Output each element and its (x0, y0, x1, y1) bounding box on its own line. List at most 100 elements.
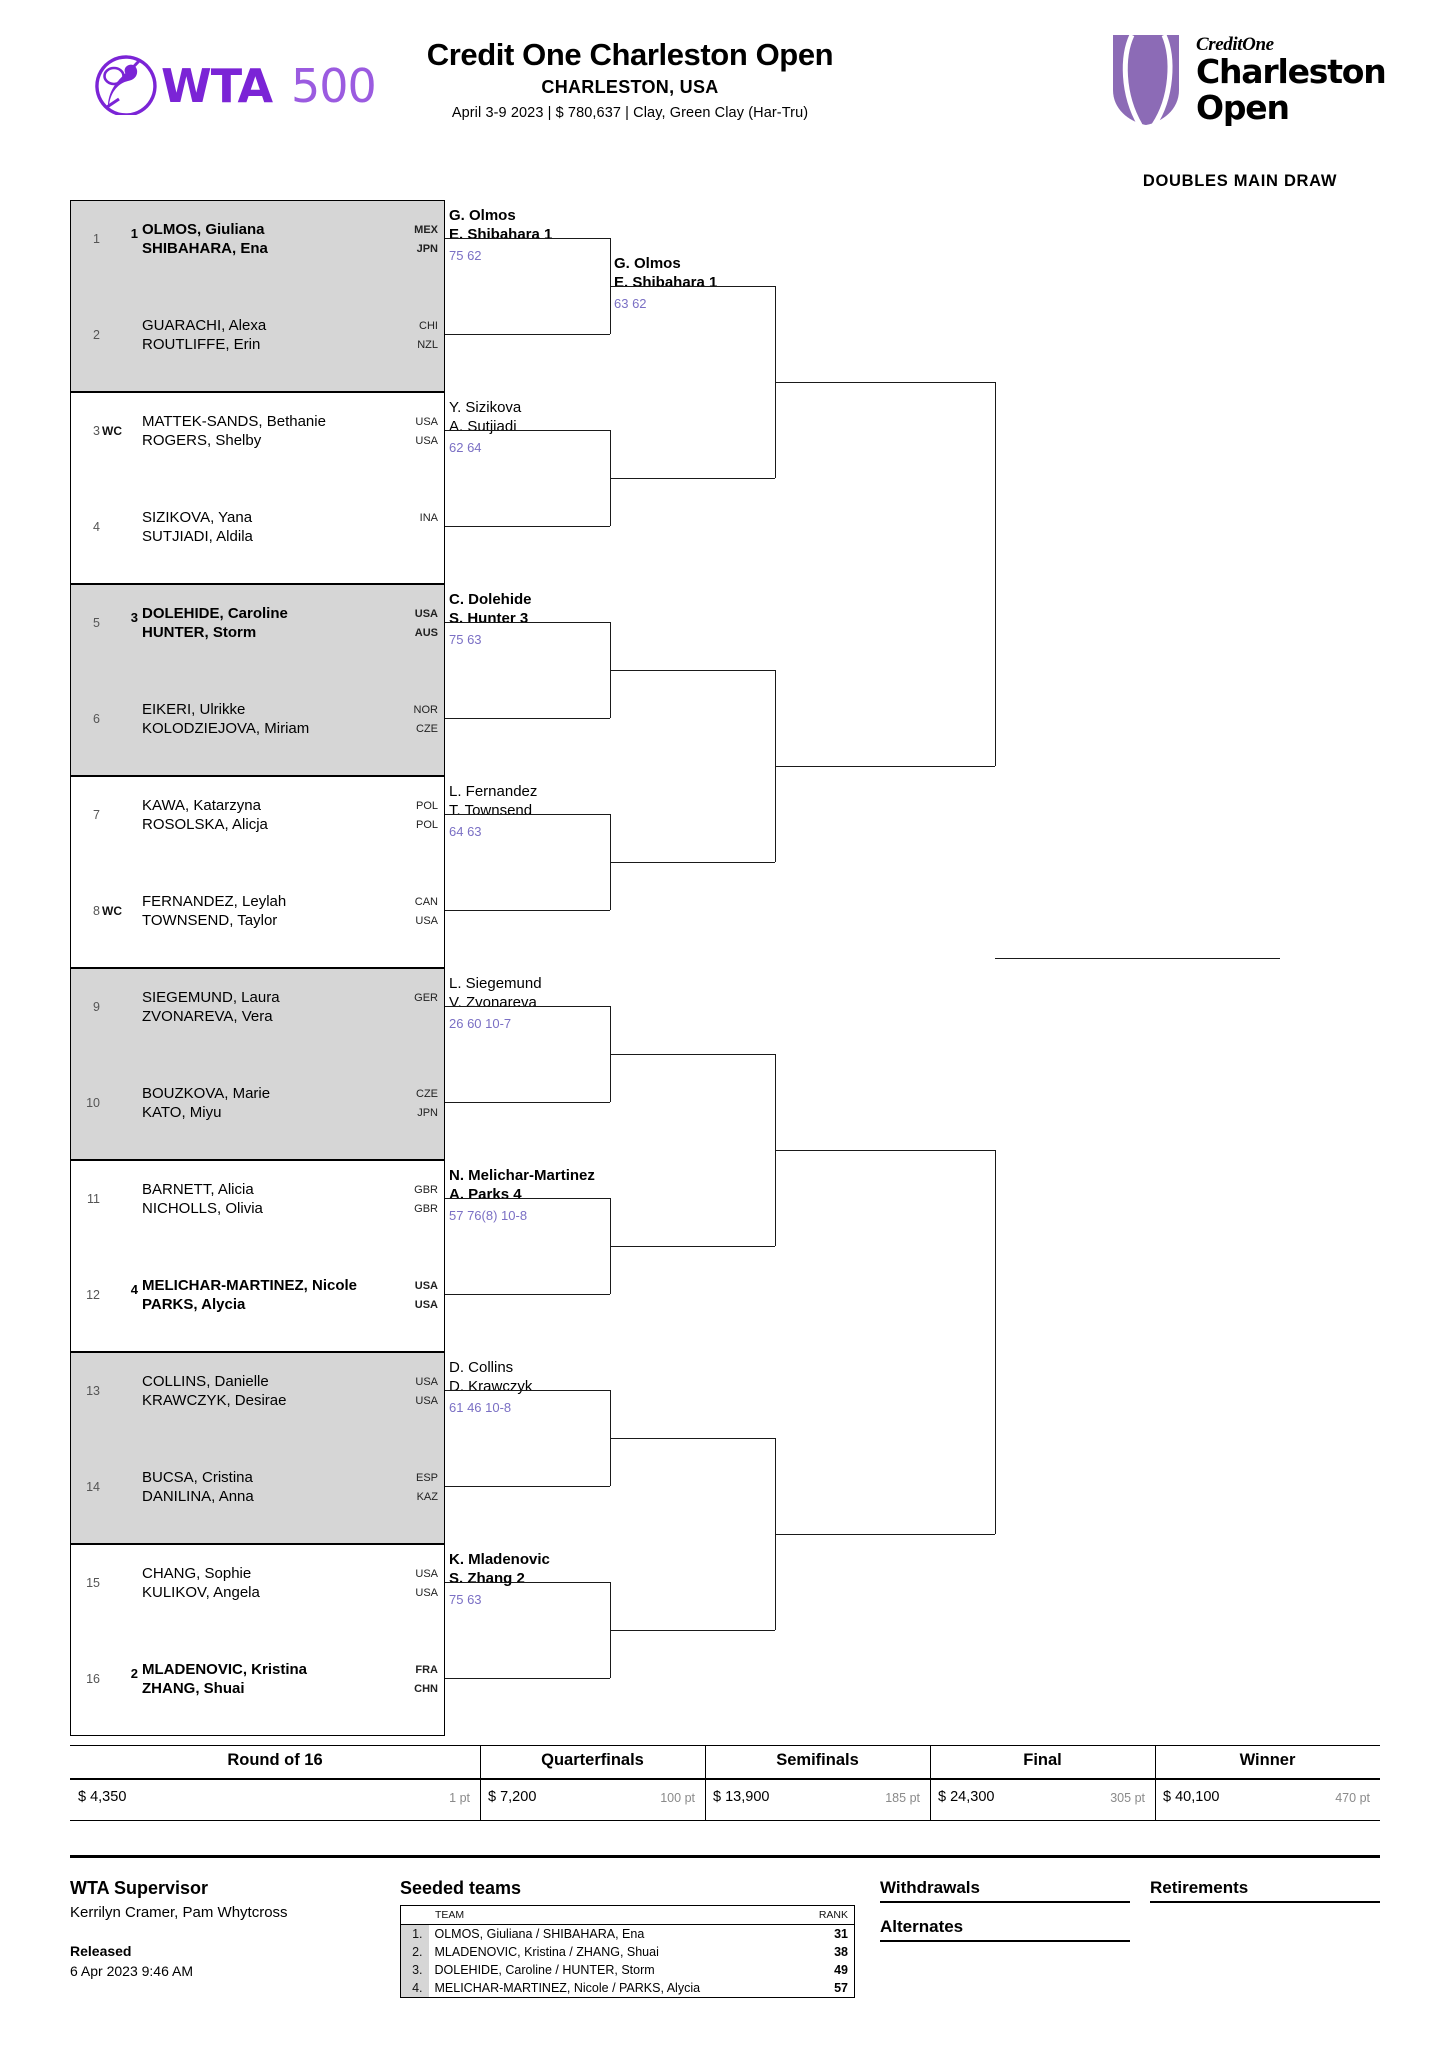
released-label: Released (70, 1943, 132, 1959)
r2-bottom-line-8 (445, 1678, 610, 1679)
seed-index: 2. (400, 1943, 429, 1961)
supervisor-names: Kerrilyn Cramer, Pam Whytcross (70, 1904, 288, 1921)
prize-round-header-2: Quarterfinals (541, 1751, 644, 1769)
country-1: USA (414, 608, 438, 620)
entry-position: 6 (93, 712, 100, 726)
player-1-name: KAWA, Katarzyna (142, 797, 261, 814)
prize-divider-4 (1155, 1745, 1156, 1820)
r3-bottom-line-3 (610, 1246, 775, 1247)
country-1: NOR (413, 704, 438, 716)
r2-bottom-line-4 (445, 910, 610, 911)
draw-section-1 (70, 200, 445, 392)
seeded-team-row[interactable]: 4.MELICHAR-MARTINEZ, Nicole / PARKS, Aly… (400, 1979, 855, 1998)
player-2-name: ZVONAREVA, Vera (142, 1008, 273, 1026)
country-1: ESP (415, 1472, 438, 1484)
prize-money-1: $ 4,350 (78, 1789, 127, 1805)
title-block: Credit One Charleston Open CHARLESTON, U… (330, 37, 930, 121)
seed-team-names: OLMOS, Giuliana / SHIBAHARA, Ena (434, 1927, 645, 1941)
winner-player-1: C. Dolehide (449, 591, 532, 608)
page-header: WTA 500 Credit One Charleston Open CHARL… (0, 0, 1447, 190)
country-1: MEX (414, 224, 438, 236)
country-1: GBR (414, 1184, 438, 1196)
player-1-name: BUCSA, Cristina (142, 1469, 253, 1486)
winner-player-2: T. Townsend (449, 802, 533, 820)
player-2-name: ZHANG, Shuai (142, 1680, 245, 1698)
prize-money-4: $ 24,300 (938, 1789, 995, 1805)
r2-top-line-3 (445, 622, 610, 623)
shield-icon (1113, 33, 1179, 127)
draw-section-7 (70, 1352, 445, 1544)
tournament-meta: April 3-9 2023 | $ 780,637 | Clay, Green… (451, 104, 809, 121)
winner-player-2: V. Zvonareva (449, 994, 537, 1012)
player-2-name: TOWNSEND, Taylor (142, 912, 278, 930)
creditone-wordmark: CreditOne (1196, 34, 1274, 55)
entry-country-codes: GER (414, 989, 438, 1008)
prize-round-header-1: Round of 16 (227, 1751, 323, 1769)
r2-bottom-line-5 (445, 1102, 610, 1103)
entry-position: 4 (93, 520, 100, 534)
seed-index: 4. (400, 1979, 429, 1998)
country-1: CHI (419, 320, 438, 332)
draw-section-3 (70, 584, 445, 776)
draw-section-4 (70, 776, 445, 968)
player-2-name: ROGERS, Shelby (142, 432, 262, 450)
seed-index: 1. (400, 1924, 429, 1943)
seed-rank: 38 (834, 1945, 848, 1959)
winner-player-2: S. Zhang 2 (449, 1570, 525, 1588)
round3-score-1: 63 62 (614, 296, 647, 311)
r2-bottom-line-1 (445, 334, 610, 335)
seed-rank: 31 (834, 1927, 848, 1941)
final-winner-line (995, 958, 1280, 959)
withdrawals-block: Withdrawals Alternates (880, 1878, 1130, 1942)
country-1: USA (415, 416, 438, 428)
retirements-block: Retirements (1150, 1878, 1380, 1903)
entry-position: 11 (87, 1192, 100, 1206)
country-2: USA (415, 1586, 438, 1599)
prize-divider-3 (930, 1745, 931, 1820)
r2-top-line-7 (445, 1390, 610, 1391)
winner-player-2: A. Parks 4 (449, 1186, 522, 1204)
seeded-team-row[interactable]: 1. OLMOS, Giuliana / SHIBAHARA, Ena 31 (400, 1924, 855, 1943)
player-2-name: SUTJIADI, Aldila (142, 528, 253, 546)
player-1-name: CHANG, Sophie (142, 1565, 252, 1582)
winner-player-1: L. Siegemund (449, 975, 542, 992)
supervisor-heading: WTA Supervisor (70, 1878, 209, 1898)
tournament-city: CHARLESTON, USA (541, 76, 719, 97)
r2-top-line-6 (445, 1198, 610, 1199)
winner-player-2: S. Hunter 3 (449, 610, 529, 628)
country-1: GER (414, 992, 438, 1004)
country-2: INA (419, 512, 438, 524)
player-2-name: KATO, Miyu (142, 1104, 222, 1122)
player-1-name: OLMOS, Giuliana (142, 221, 265, 238)
entry-position: 3 (93, 424, 100, 438)
entry-position: 8 (93, 904, 100, 918)
country-2: JPN (417, 1106, 438, 1119)
round2-score-1: 75 62 (449, 248, 482, 263)
prize-divider-2 (705, 1745, 706, 1820)
